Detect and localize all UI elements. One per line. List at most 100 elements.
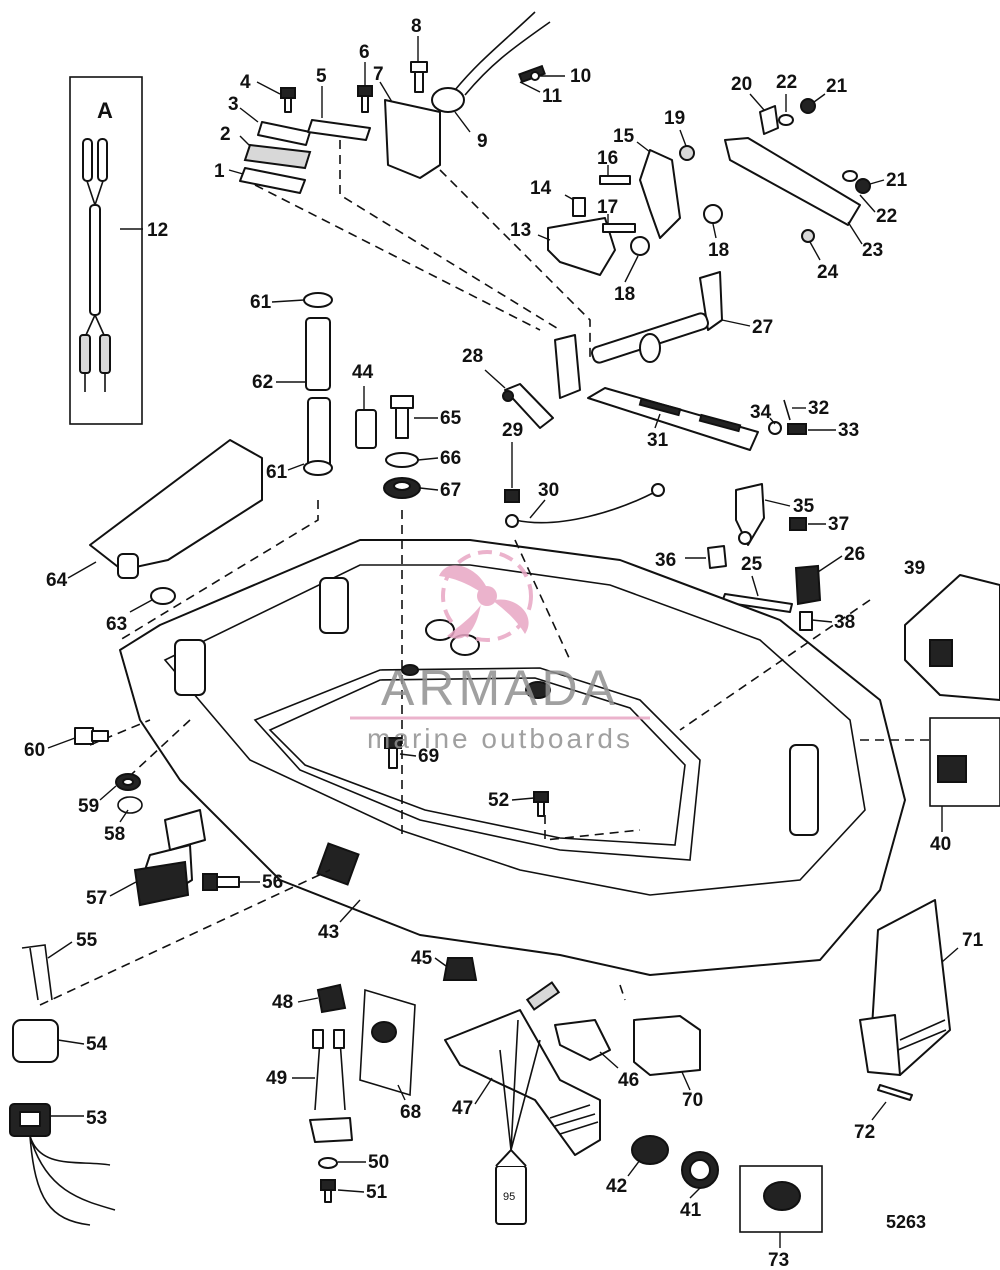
- switch-plate-40: [929, 717, 1000, 807]
- part-46: [554, 1019, 611, 1061]
- callout: 43: [318, 922, 339, 943]
- handle-64: [89, 439, 263, 579]
- plug-41-42: [631, 1135, 719, 1189]
- bolt-52: [533, 791, 549, 817]
- tiller-47: [444, 981, 601, 1156]
- callout: 26: [844, 544, 865, 565]
- callout: 58: [104, 824, 125, 845]
- inset-a-label: A: [97, 98, 113, 123]
- clip-36: [707, 545, 727, 569]
- washer-63: [150, 587, 176, 605]
- callout: 40: [930, 834, 951, 855]
- callout: 9: [477, 131, 488, 152]
- watermark: ARMADA marine outboards: [350, 550, 650, 754]
- callout: 61: [250, 292, 272, 313]
- callout: 11: [542, 86, 563, 107]
- sleeves-61-62: [303, 292, 333, 476]
- propeller-logo-icon: [439, 550, 533, 642]
- clip-55: [21, 944, 53, 1001]
- callout: 25: [741, 554, 763, 575]
- callout: 67: [440, 480, 461, 501]
- bracket-13: [547, 217, 616, 276]
- callout: 30: [538, 480, 559, 501]
- bottom-cowl-43: [119, 539, 906, 976]
- callout: 18: [614, 284, 635, 305]
- callout: 1: [214, 161, 225, 182]
- callout: 71: [962, 930, 984, 951]
- callout: 35: [793, 496, 815, 517]
- plug-54: [12, 1019, 59, 1063]
- latch-57-58-59: [115, 773, 206, 907]
- cap-73: [739, 1165, 823, 1233]
- callout: 21: [826, 76, 848, 97]
- callout: 63: [106, 614, 127, 635]
- callout: 33: [838, 420, 859, 441]
- callout: 52: [488, 790, 509, 811]
- callout: 18: [708, 240, 729, 261]
- callout: 55: [76, 930, 98, 951]
- bracket-72: [859, 1014, 913, 1101]
- sleeve-44: [355, 409, 377, 449]
- callout: 46: [618, 1070, 639, 1091]
- callout: 45: [411, 948, 433, 969]
- bolt-small-4: [280, 87, 296, 113]
- callout: 12: [147, 220, 168, 241]
- callout: 38: [834, 612, 855, 633]
- nuts-18-19: [630, 145, 723, 256]
- callout: 10: [570, 66, 591, 87]
- callout: 41: [680, 1200, 702, 1221]
- callout: 4: [240, 72, 251, 93]
- callout: 54: [86, 1034, 108, 1055]
- bracket-15: [639, 149, 681, 239]
- callout: 21: [886, 170, 908, 191]
- callout: 51: [366, 1182, 388, 1203]
- callout: 48: [272, 992, 293, 1013]
- callout: 66: [440, 448, 461, 469]
- drawing-number: 5263: [886, 1212, 926, 1232]
- callout: 6: [359, 42, 370, 63]
- grommet-45: [442, 957, 478, 981]
- block-70: [633, 1015, 701, 1076]
- callout-labels: 1 2 3 4 5 6 7 8 9 10 11 12 13 14 15 16 1…: [24, 16, 984, 1270]
- callout: 47: [452, 1098, 473, 1119]
- callout: 3: [228, 94, 239, 115]
- callout: 60: [24, 740, 45, 761]
- inset-a-box: A: [69, 76, 143, 425]
- lever-35: [735, 483, 807, 546]
- callout: 7: [373, 64, 384, 85]
- callout: 31: [647, 430, 669, 451]
- callout: 73: [768, 1250, 789, 1270]
- callout: 68: [400, 1102, 421, 1123]
- callout: 57: [86, 888, 107, 909]
- callout: 32: [808, 398, 829, 419]
- callout: 53: [86, 1108, 107, 1129]
- box-48-49-50-51: [309, 983, 353, 1203]
- callout: 22: [776, 72, 797, 93]
- callout: 34: [750, 402, 772, 423]
- pins-16-17: [572, 175, 636, 233]
- watermark-tagline: marine outboards: [367, 723, 633, 754]
- callout: 72: [854, 1122, 875, 1143]
- callout: 70: [682, 1090, 703, 1111]
- callout: 69: [418, 746, 439, 767]
- callout: 20: [731, 74, 752, 95]
- callout: 24: [817, 262, 839, 283]
- link-31: [587, 387, 759, 451]
- callout: 59: [78, 796, 99, 817]
- callout: 37: [828, 514, 849, 535]
- callout: 29: [502, 420, 523, 441]
- link-23: [724, 137, 861, 226]
- callout: 13: [510, 220, 531, 241]
- screw-8: [410, 61, 428, 93]
- callout: 62: [252, 372, 273, 393]
- callout: 44: [352, 362, 374, 383]
- bolt-56: [202, 873, 240, 891]
- callout: 23: [862, 240, 883, 261]
- rod-assembly-27: [554, 271, 723, 399]
- callout: 39: [904, 558, 925, 579]
- callout: 56: [262, 872, 283, 893]
- callout: 15: [613, 126, 635, 147]
- callout: 2: [220, 124, 231, 145]
- callout: 61: [266, 462, 288, 483]
- callout: 42: [606, 1176, 627, 1197]
